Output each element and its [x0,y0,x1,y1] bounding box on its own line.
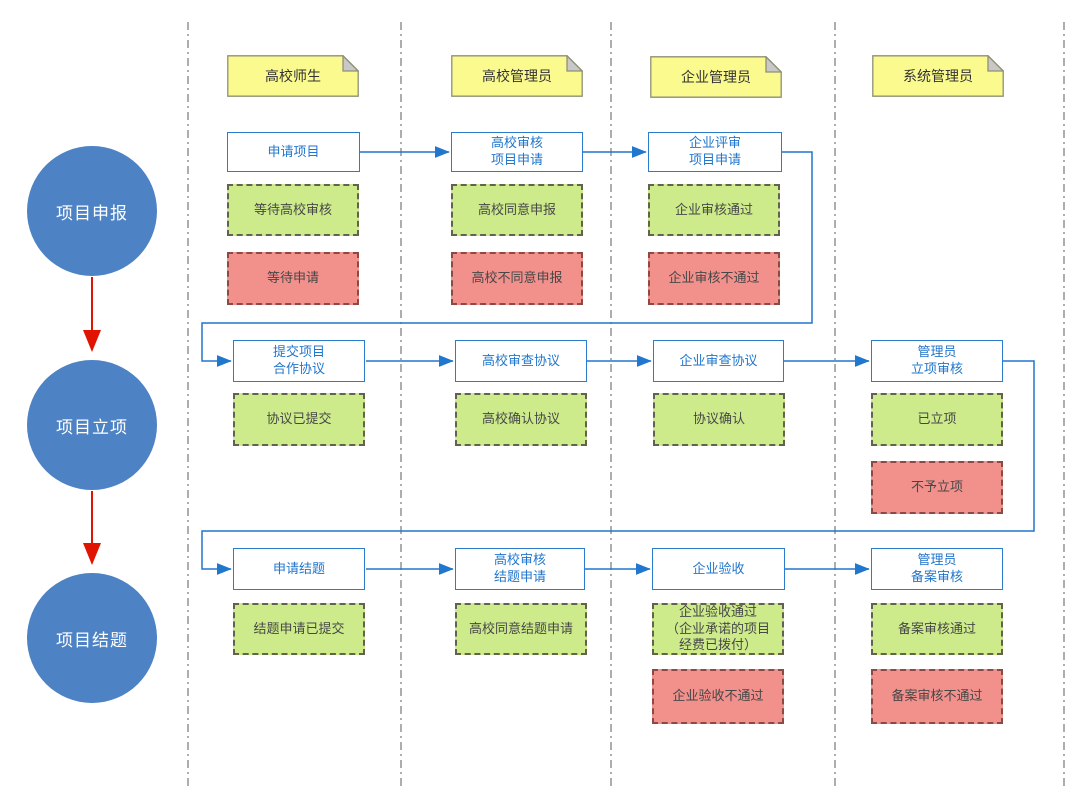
status-record-review-passed: 备案审核通过 [871,603,1003,655]
process-enterprise-review-agreement: 企业审查协议 [653,340,784,382]
lane-header-system-admin: 系统管理员 [872,55,1004,97]
lane-header-label: 系统管理员 [903,68,973,84]
process-enterprise-acceptance: 企业验收 [652,548,785,590]
process-apply-project: 申请项目 [227,132,360,172]
note-shape [650,56,782,98]
process-university-review-conclusion-application: 高校审核 结题申请 [455,548,585,590]
status-conclusion-application-submitted: 结题申请已提交 [233,603,365,655]
folded-corner-icon [566,55,583,72]
phase-circle-project-conclusion: 项目结题 [27,573,157,703]
lane-header-enterprise-admin: 企业管理员 [650,56,782,98]
status-university-approved-declaration: 高校同意申报 [451,184,583,236]
process-university-review-project-application: 高校审核 项目申请 [451,132,583,172]
lane-header-university-admin: 高校管理员 [451,55,583,97]
status-university-rejected-declaration: 高校不同意申报 [451,252,583,305]
folded-corner-icon [987,55,1004,72]
lane-header-university-staff: 高校师生 [227,55,359,97]
elbow-enterprise-review-to-submit-agreement [201,151,813,367]
lane-header-label: 高校管理员 [482,68,552,84]
note-shape [227,55,359,97]
status-enterprise-review-passed: 企业审核通过 [648,184,780,236]
status-agreement-submitted: 协议已提交 [233,393,365,446]
process-university-review-agreement: 高校审查协议 [455,340,587,382]
status-record-review-failed: 备案审核不通过 [871,669,1003,724]
process-apply-conclusion: 申请结题 [233,548,365,590]
status-project-initiated: 已立项 [871,393,1003,446]
lane-header-label: 企业管理员 [681,69,751,85]
status-enterprise-review-failed: 企业审核不通过 [648,252,780,305]
lane-header-label: 高校师生 [265,68,321,84]
note-shape [872,55,1004,97]
folded-corner-icon [765,56,782,73]
phase-circle-project-declaration: 项目申报 [27,146,157,276]
status-university-confirmed-agreement: 高校确认协议 [455,393,587,446]
folded-corner-icon [342,55,359,72]
status-agreement-confirmed: 协议确认 [653,393,785,446]
process-submit-cooperation-agreement: 提交项目 合作协议 [233,340,365,382]
status-waiting-application: 等待申请 [227,252,359,305]
elbow-admin-initiation-to-apply-conclusion [201,360,1035,575]
status-enterprise-acceptance-failed: 企业验收不通过 [652,669,784,724]
status-enterprise-acceptance-passed: 企业验收通过 （企业承诺的项目 经费已拨付） [652,603,784,655]
note-shape [451,55,583,97]
process-admin-record-review: 管理员 备案审核 [871,548,1003,590]
phase-circle-project-initiation: 项目立项 [27,360,157,490]
process-admin-initiation-review: 管理员 立项审核 [871,340,1003,382]
status-university-approved-conclusion: 高校同意结题申请 [455,603,587,655]
process-enterprise-review-project-application: 企业评审 项目申请 [648,132,782,172]
status-project-not-initiated: 不予立项 [871,461,1003,514]
status-waiting-university-review: 等待高校审核 [227,184,359,236]
